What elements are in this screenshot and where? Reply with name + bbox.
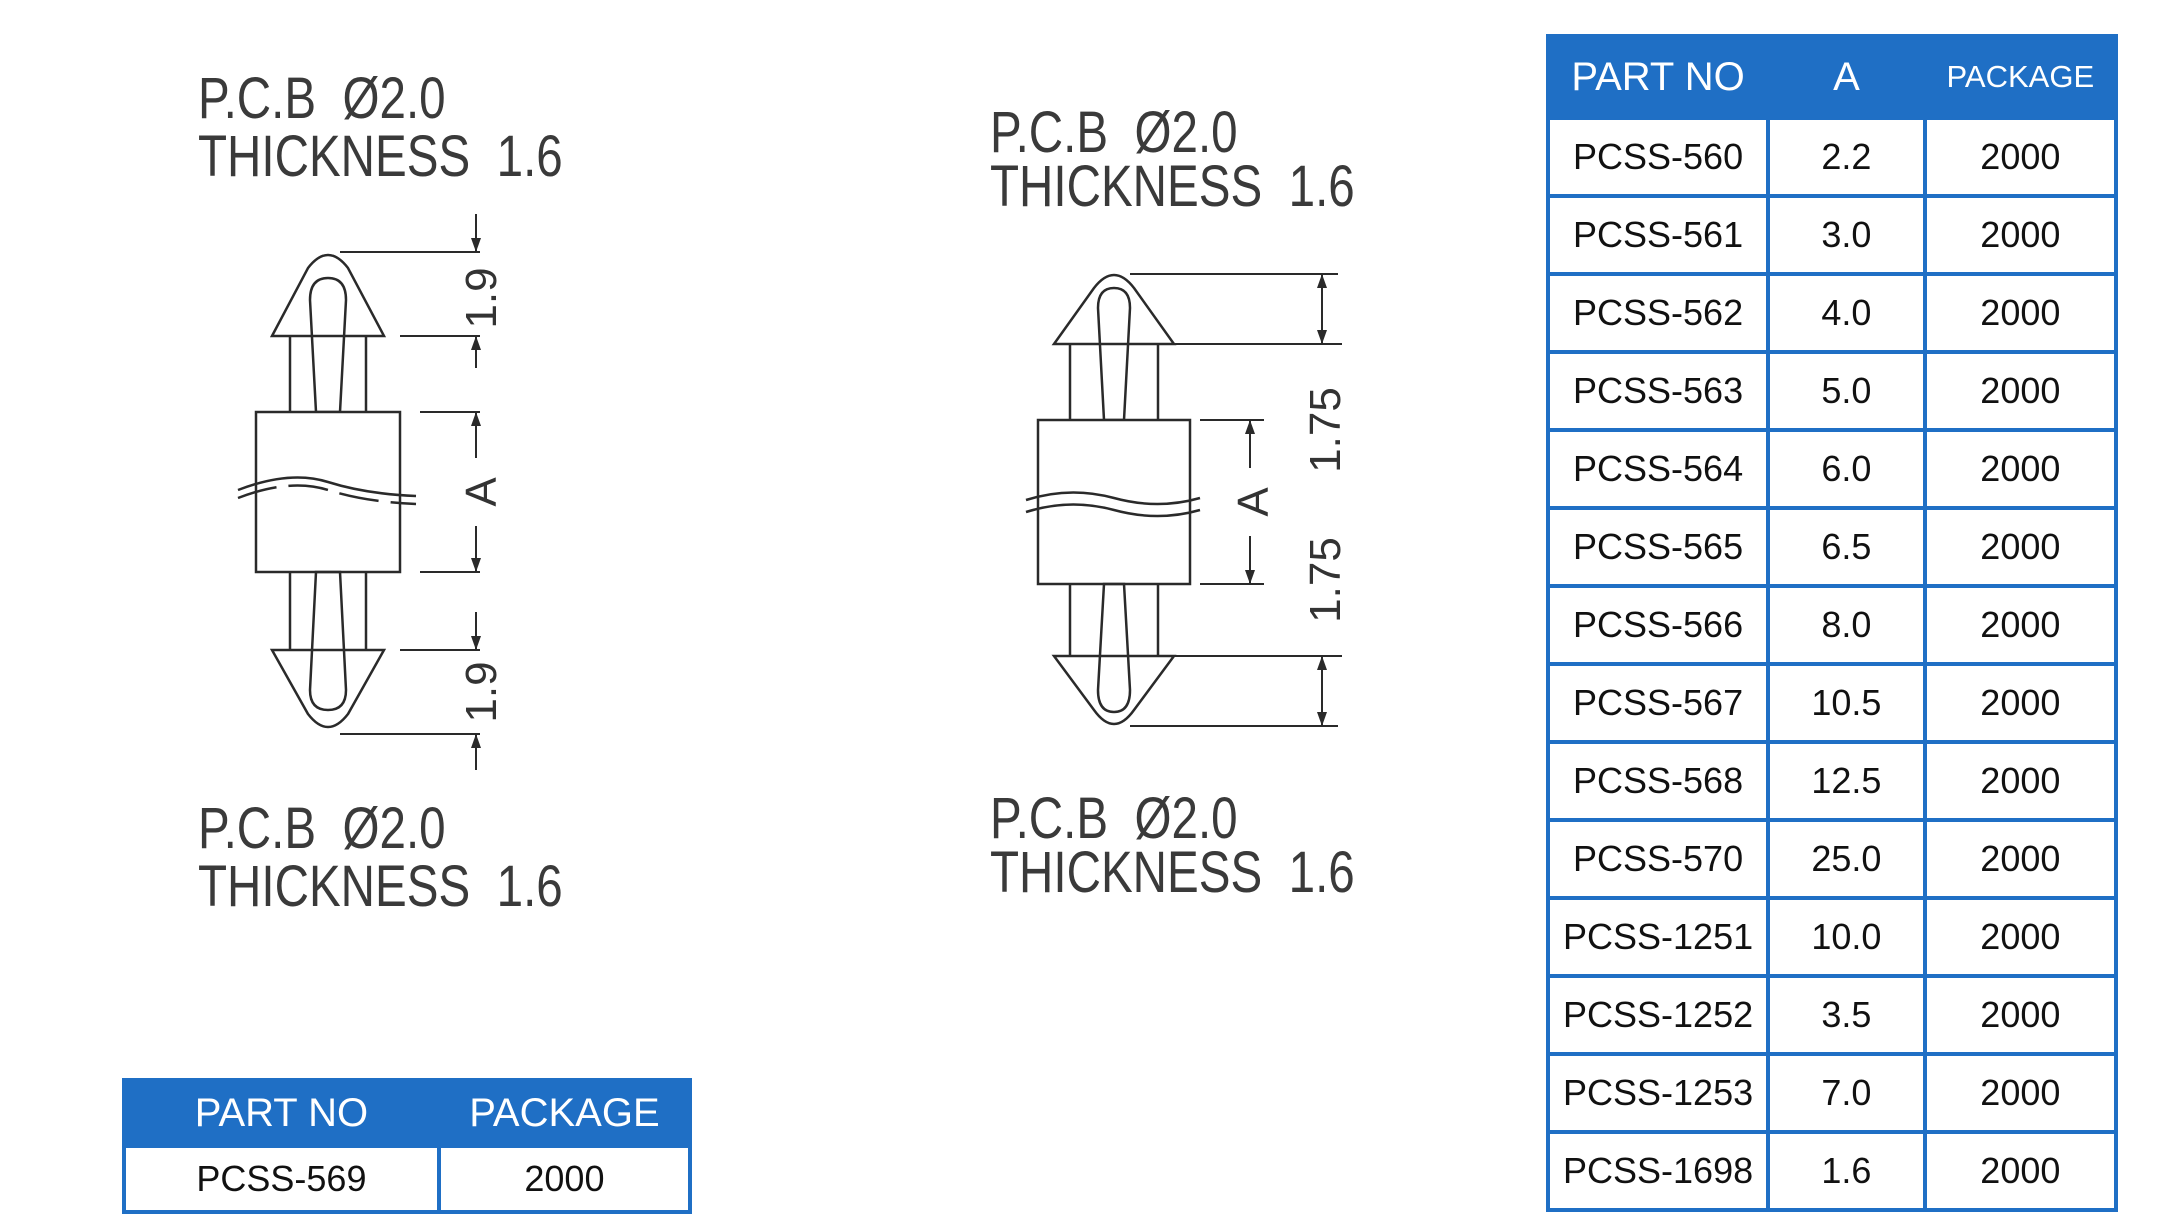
table-cell: 10.5: [1766, 662, 1927, 744]
dim-left-top: 1.9: [457, 267, 506, 328]
table-cell: 7.0: [1766, 1052, 1927, 1134]
table-cell: 2.2: [1766, 116, 1927, 198]
table-cell: 1.6: [1766, 1130, 1927, 1212]
table-cell: PCSS-562: [1545, 272, 1771, 354]
table-cell: PCSS-1698: [1545, 1130, 1771, 1212]
table-cell: 3.0: [1766, 194, 1927, 276]
table-cell: 2000: [1922, 896, 2119, 978]
table-cell: PCSS-1252: [1545, 974, 1771, 1056]
table-cell: PCSS-568: [1545, 740, 1771, 822]
left-bottom-thickness-label: THICKNESS 1.6: [198, 854, 563, 919]
table-cell: 2000: [1922, 662, 2119, 744]
table-cell: 2000: [1922, 1052, 2119, 1134]
table-cell: 10.0: [1766, 896, 1927, 978]
table-cell: PCSS-565: [1545, 506, 1771, 588]
table-cell: PCSS-561: [1545, 194, 1771, 276]
table-cell: 2000: [1922, 194, 2119, 276]
right-bottom-pcb-label: P.C.B Ø2.0: [990, 786, 1238, 851]
part-table-header: PART NO A PACKAGE: [1545, 34, 2119, 120]
table-cell: 6.0: [1766, 428, 1927, 510]
dim-left-bottom: 1.9: [457, 661, 506, 722]
table-cell: 12.5: [1766, 740, 1927, 822]
table-cell: PCSS-569: [122, 1144, 441, 1214]
header-package: PACKAGE: [436, 1078, 693, 1148]
dim-right-upper: 1.75: [1301, 387, 1350, 473]
right-top-pcb-label: P.C.B Ø2.0: [990, 100, 1238, 165]
header-a: A: [1766, 34, 1927, 120]
table-cell: 2000: [1922, 974, 2119, 1056]
header-part-no: PART NO: [122, 1078, 441, 1148]
dimension-arrowheads: [471, 238, 1327, 748]
table-cell: 2000: [1922, 584, 2119, 666]
table-cell: PCSS-566: [1545, 584, 1771, 666]
left-spacer-outline: [237, 253, 417, 729]
left-top-pcb-label: P.C.B Ø2.0: [198, 66, 446, 131]
header-part-no: PART NO: [1545, 34, 1771, 120]
dim-left-middle: A: [457, 477, 506, 507]
right-spacer-outline: [1025, 273, 1201, 726]
table-cell: PCSS-1251: [1545, 896, 1771, 978]
dim-right-middle: A: [1229, 487, 1278, 517]
table-cell: PCSS-560: [1545, 116, 1771, 198]
table-cell: 2000: [1922, 506, 2119, 588]
left-top-thickness-label: THICKNESS 1.6: [198, 124, 563, 189]
side-table-header: PART NO PACKAGE: [122, 1078, 693, 1148]
table-cell: 8.0: [1766, 584, 1927, 666]
table-cell: 6.5: [1766, 506, 1927, 588]
table-cell: 2000: [1922, 740, 2119, 822]
table-cell: 2000: [1922, 1130, 2119, 1212]
table-cell: 25.0: [1766, 818, 1927, 900]
table-cell: 2000: [436, 1144, 693, 1214]
table-cell: PCSS-1253: [1545, 1052, 1771, 1134]
table-cell: PCSS-564: [1545, 428, 1771, 510]
table-cell: 4.0: [1766, 272, 1927, 354]
table-cell: 2000: [1922, 272, 2119, 354]
table-cell: 2000: [1922, 428, 2119, 510]
table-cell: PCSS-570: [1545, 818, 1771, 900]
table-cell: PCSS-567: [1545, 662, 1771, 744]
table-cell: 2000: [1922, 350, 2119, 432]
left-bottom-pcb-label: P.C.B Ø2.0: [198, 796, 446, 861]
table-cell: 2000: [1922, 818, 2119, 900]
table-cell: 5.0: [1766, 350, 1927, 432]
table-cell: 3.5: [1766, 974, 1927, 1056]
table-cell: 2000: [1922, 116, 2119, 198]
dim-right-lower: 1.75: [1301, 537, 1350, 623]
right-top-thickness-label: THICKNESS 1.6: [990, 154, 1355, 219]
right-bottom-thickness-label: THICKNESS 1.6: [990, 840, 1355, 905]
header-package: PACKAGE: [1922, 34, 2119, 120]
table-cell: PCSS-563: [1545, 350, 1771, 432]
